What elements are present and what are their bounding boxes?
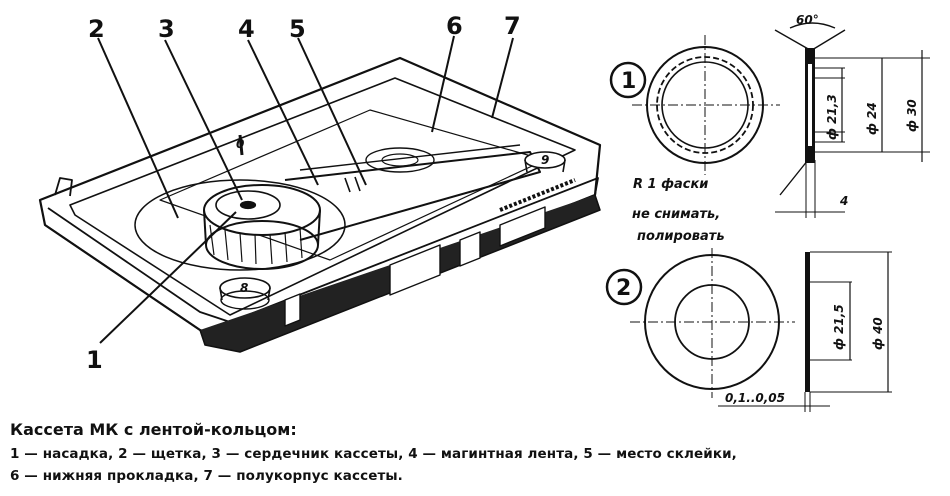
detail-1-drawing <box>609 22 930 218</box>
callout-5: 5 <box>289 15 306 43</box>
spool-mark-8: 8 <box>240 281 248 295</box>
caption-line-2: 6 — нижняя прокладка, 7 — полукорпус кас… <box>10 468 403 484</box>
callout-7: 7 <box>504 12 521 40</box>
callout-6: 6 <box>446 12 463 40</box>
caption-line-1: 1 — насадка, 2 — щетка, 3 — сердечник ка… <box>10 446 737 462</box>
dim-d21-3: ф 21,3 <box>825 94 839 140</box>
dim-width-4: 4 <box>839 194 848 208</box>
angle-label: 60° <box>796 13 819 27</box>
dim-d40: ф 40 <box>871 317 885 350</box>
note-chamfer: R 1 фаски <box>633 177 708 192</box>
detail-2-drawing <box>605 248 892 412</box>
spool-mark-9: 9 <box>541 153 549 167</box>
callout-1: 1 <box>86 346 103 374</box>
note-polish: полировать <box>637 229 725 244</box>
dim-d24: ф 24 <box>865 102 879 135</box>
note-no-remove: не снимать, <box>632 207 720 222</box>
caption-title: Кассета МК с лентой-кольцом: <box>10 420 297 439</box>
callout-4: 4 <box>238 15 255 43</box>
leader-lines <box>97 35 514 344</box>
dim-thickness: 0,1..0,05 <box>725 391 785 405</box>
detail-1-label: 1 <box>621 69 636 94</box>
callout-3: 3 <box>158 15 175 43</box>
dim-d30: ф 30 <box>905 99 919 132</box>
dim-d21-5: ф 21,5 <box>832 304 846 350</box>
detail-2-label: 2 <box>616 276 631 301</box>
pin-mark: 0 <box>236 137 244 151</box>
cassette-drawing <box>38 56 602 353</box>
callout-2: 2 <box>88 15 105 43</box>
